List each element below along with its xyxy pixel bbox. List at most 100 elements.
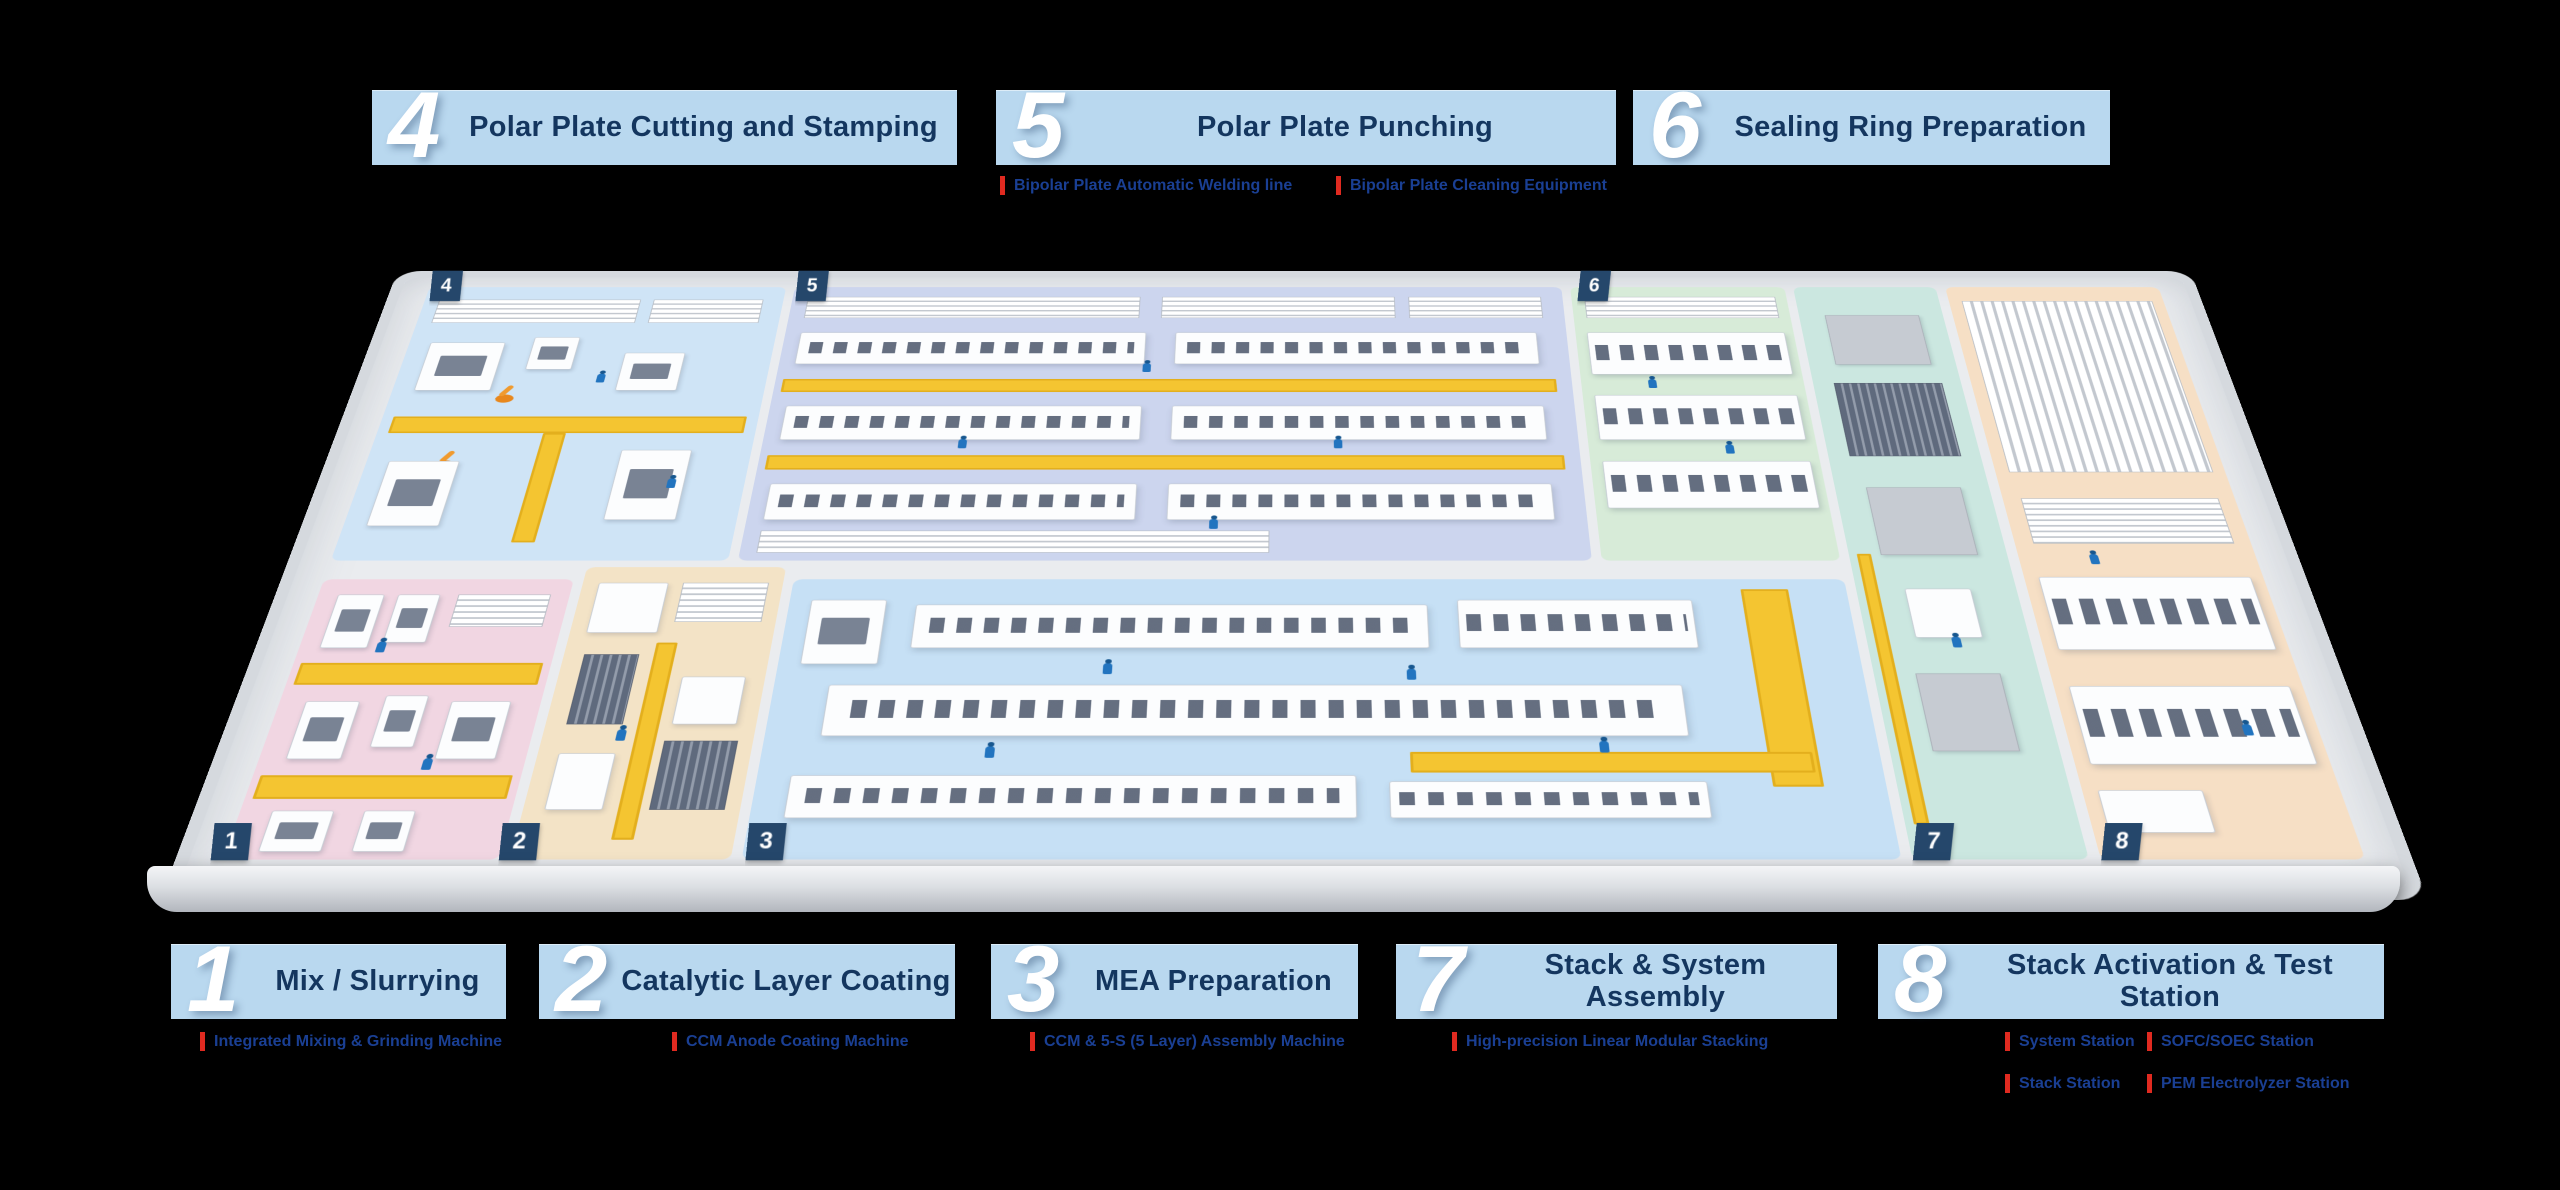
equipment-block [648,740,738,810]
station-number: 1 [187,925,240,1031]
robot-arm [492,384,519,402]
station-badge-3: 3 MEA Preparation [991,931,1358,1025]
zone-mea-preparation [741,579,1902,860]
sublabel-bipolar-cleaning: Bipolar Plate Cleaning Equipment [1336,176,1607,195]
floor-marker-number: 4 [440,274,454,297]
equipment-block [566,654,640,725]
station-label: MEA Preparation [1094,964,1333,997]
zone-polar-plate-punching [737,287,1593,561]
machine-row [1586,332,1793,375]
shelf-rack [1408,297,1544,318]
worker-figure [1208,518,1218,529]
sublabel-text: CCM & 5-S (5 Layer) Assembly Machine [1044,1032,1345,1050]
sublabel-assembly-machine: CCM & 5-S (5 Layer) Assembly Machine [1030,1032,1345,1051]
sublabel-ccm-anode-coating: CCM Anode Coating Machine [672,1032,909,1051]
zone-polar-plate-cutting [330,287,786,561]
floor-marker-number: 7 [1925,827,1942,855]
sublabel-pem-electrolyzer-station: PEM Electrolyzer Station [2147,1074,2350,1093]
worker-figure [1951,636,1963,648]
shelf-rack [1161,297,1396,318]
red-tick [200,1032,205,1051]
equipment-block [1865,487,1978,556]
machine [585,582,669,633]
red-tick [2005,1032,2010,1051]
sublabel-sofc-soec-station: SOFC/SOEC Station [2147,1032,2314,1051]
station-number: 4 [388,71,441,177]
worker-figure [1598,740,1610,753]
machine [351,810,416,852]
machine-row [1174,332,1541,365]
shelf-rack [647,299,764,323]
machine [258,810,335,852]
machine [671,676,747,725]
conveyor-path [387,416,748,434]
machine-row [1388,781,1713,819]
station-badge-8: 8 Stack Activation & Test Station [1878,931,2384,1025]
equipment-block [1834,383,1962,457]
machine [524,337,581,370]
sublabel-text: SOFC/SOEC Station [2161,1032,2314,1050]
worker-figure [595,373,606,383]
machine-row [2038,577,2277,650]
floor-marker-2: 2 [498,822,540,860]
machine [2097,790,2217,833]
machine [382,594,441,643]
station-label: Stack & System Assembly [1544,948,1767,1013]
station-badge-7: 7 Stack & System Assembly [1396,931,1837,1025]
station-number: 5 [1012,71,1065,177]
sublabel-text: Stack Station [2019,1074,2121,1092]
machine [799,599,888,665]
sublabel-text: High-precision Linear Modular Stacking [1466,1032,1769,1050]
platform-edge [147,866,2400,912]
shelf-rack [448,594,552,627]
sublabel-text: Bipolar Plate Cleaning Equipment [1350,176,1607,194]
station-badge-4: 4 Polar Plate Cutting and Stamping [372,77,957,171]
worker-figure [1102,662,1113,675]
station-badge-6: 6 Sealing Ring Preparation [1633,77,2110,171]
station-badge-5: 5 Polar Plate Punching [996,77,1616,171]
sublabel-mixing-grinding: Integrated Mixing & Grinding Machine [200,1032,502,1051]
zone-sealing-ring-preparation [1570,287,1841,561]
machine [369,695,430,748]
equipment-block [1915,673,2020,752]
floor-marker-number: 1 [223,827,240,855]
machine-row [783,775,1358,819]
machine-row [1170,405,1548,440]
conveyor-path [510,433,566,543]
sublabel-text: CCM Anode Coating Machine [686,1032,909,1050]
floor-marker-number: 2 [511,827,528,855]
worker-figure [2088,554,2101,565]
floor-marker-number: 3 [758,827,775,855]
station-label: Sealing Ring Preparation [1734,110,2087,143]
station-label: Catalytic Layer Coating [621,964,951,997]
machine-row [779,405,1142,440]
conveyor-path [764,455,1566,470]
machine-row [1601,461,1820,509]
conveyor-path [1410,751,1817,773]
red-tick [2005,1074,2010,1093]
sublabel-modular-stacking: High-precision Linear Modular Stacking [1452,1032,1768,1051]
red-tick [1030,1032,1035,1051]
worker-figure [1406,668,1417,680]
station-label: Stack Activation & Test Station [2007,948,2333,1013]
red-tick [2147,1074,2152,1093]
red-tick [1452,1032,1457,1051]
worker-figure [1333,438,1343,449]
worker-figure [1725,444,1736,454]
sublabel-stack-station: Stack Station [2005,1074,2120,1093]
station-label: Mix / Slurrying [275,964,480,997]
worker-figure [615,729,628,741]
machine-row [1593,394,1806,440]
red-tick [1336,176,1341,195]
floor-marker-4: 4 [429,270,464,301]
machine [603,449,693,520]
worker-figure [1142,363,1151,373]
station-number: 2 [555,925,608,1031]
shelf-rack [1584,297,1780,318]
station-number: 6 [1649,71,1702,177]
worker-figure [374,641,388,653]
station-badge-1: 1 Mix / Slurrying [171,931,506,1025]
machine [615,352,686,391]
station-number: 7 [1412,925,1465,1031]
